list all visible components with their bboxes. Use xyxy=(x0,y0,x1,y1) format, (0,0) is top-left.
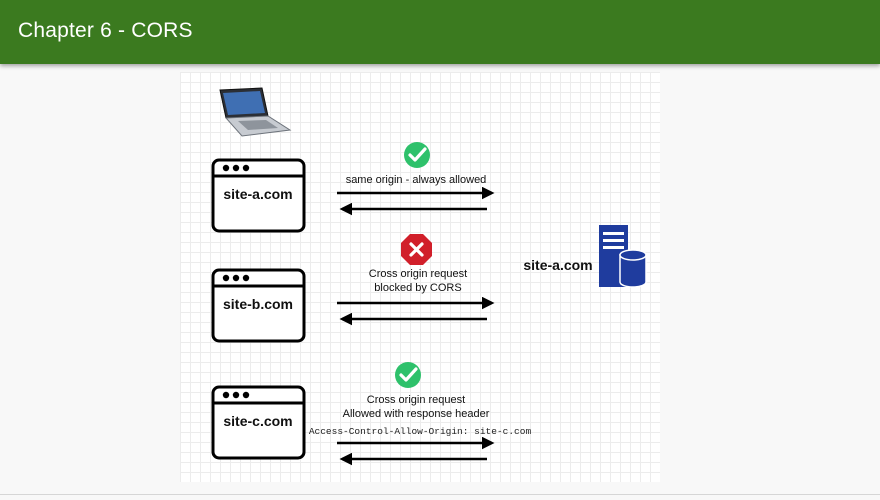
check-icon xyxy=(404,142,430,168)
request-label-same-origin: same origin - always allowed xyxy=(346,174,487,186)
browser-label-site-a: site-a.com xyxy=(223,186,292,202)
request-label-cross-origin-1: Cross origin request xyxy=(369,268,467,280)
content-divider xyxy=(0,494,880,495)
blocked-icon xyxy=(401,234,432,265)
app-header: Chapter 6 - CORS xyxy=(0,0,880,64)
page-title: Chapter 6 - CORS xyxy=(18,19,193,42)
laptop-icon xyxy=(219,87,292,137)
browser-window-site-a: site-a.com xyxy=(211,158,306,233)
cors-diagram-svg: site-a.com site-b.com site-c.com same or… xyxy=(211,87,647,466)
server-database-icon xyxy=(599,225,647,288)
browser-window-site-b: site-b.com xyxy=(211,268,306,343)
server-label: site-a.com xyxy=(523,257,592,273)
request-label-blocked: blocked by CORS xyxy=(374,282,461,294)
check-icon xyxy=(395,362,421,388)
request-label-allowed-header: Allowed with response header xyxy=(343,408,490,420)
browser-window-site-c: site-c.com xyxy=(211,385,306,460)
cors-diagram: site-a.com site-b.com site-c.com same or… xyxy=(180,72,660,482)
request-label-cross-origin-2: Cross origin request xyxy=(367,394,465,406)
browser-label-site-b: site-b.com xyxy=(223,296,293,312)
browser-label-site-c: site-c.com xyxy=(223,413,292,429)
response-header-text: Access-Control-Allow-Origin: site-c.com xyxy=(309,426,532,437)
